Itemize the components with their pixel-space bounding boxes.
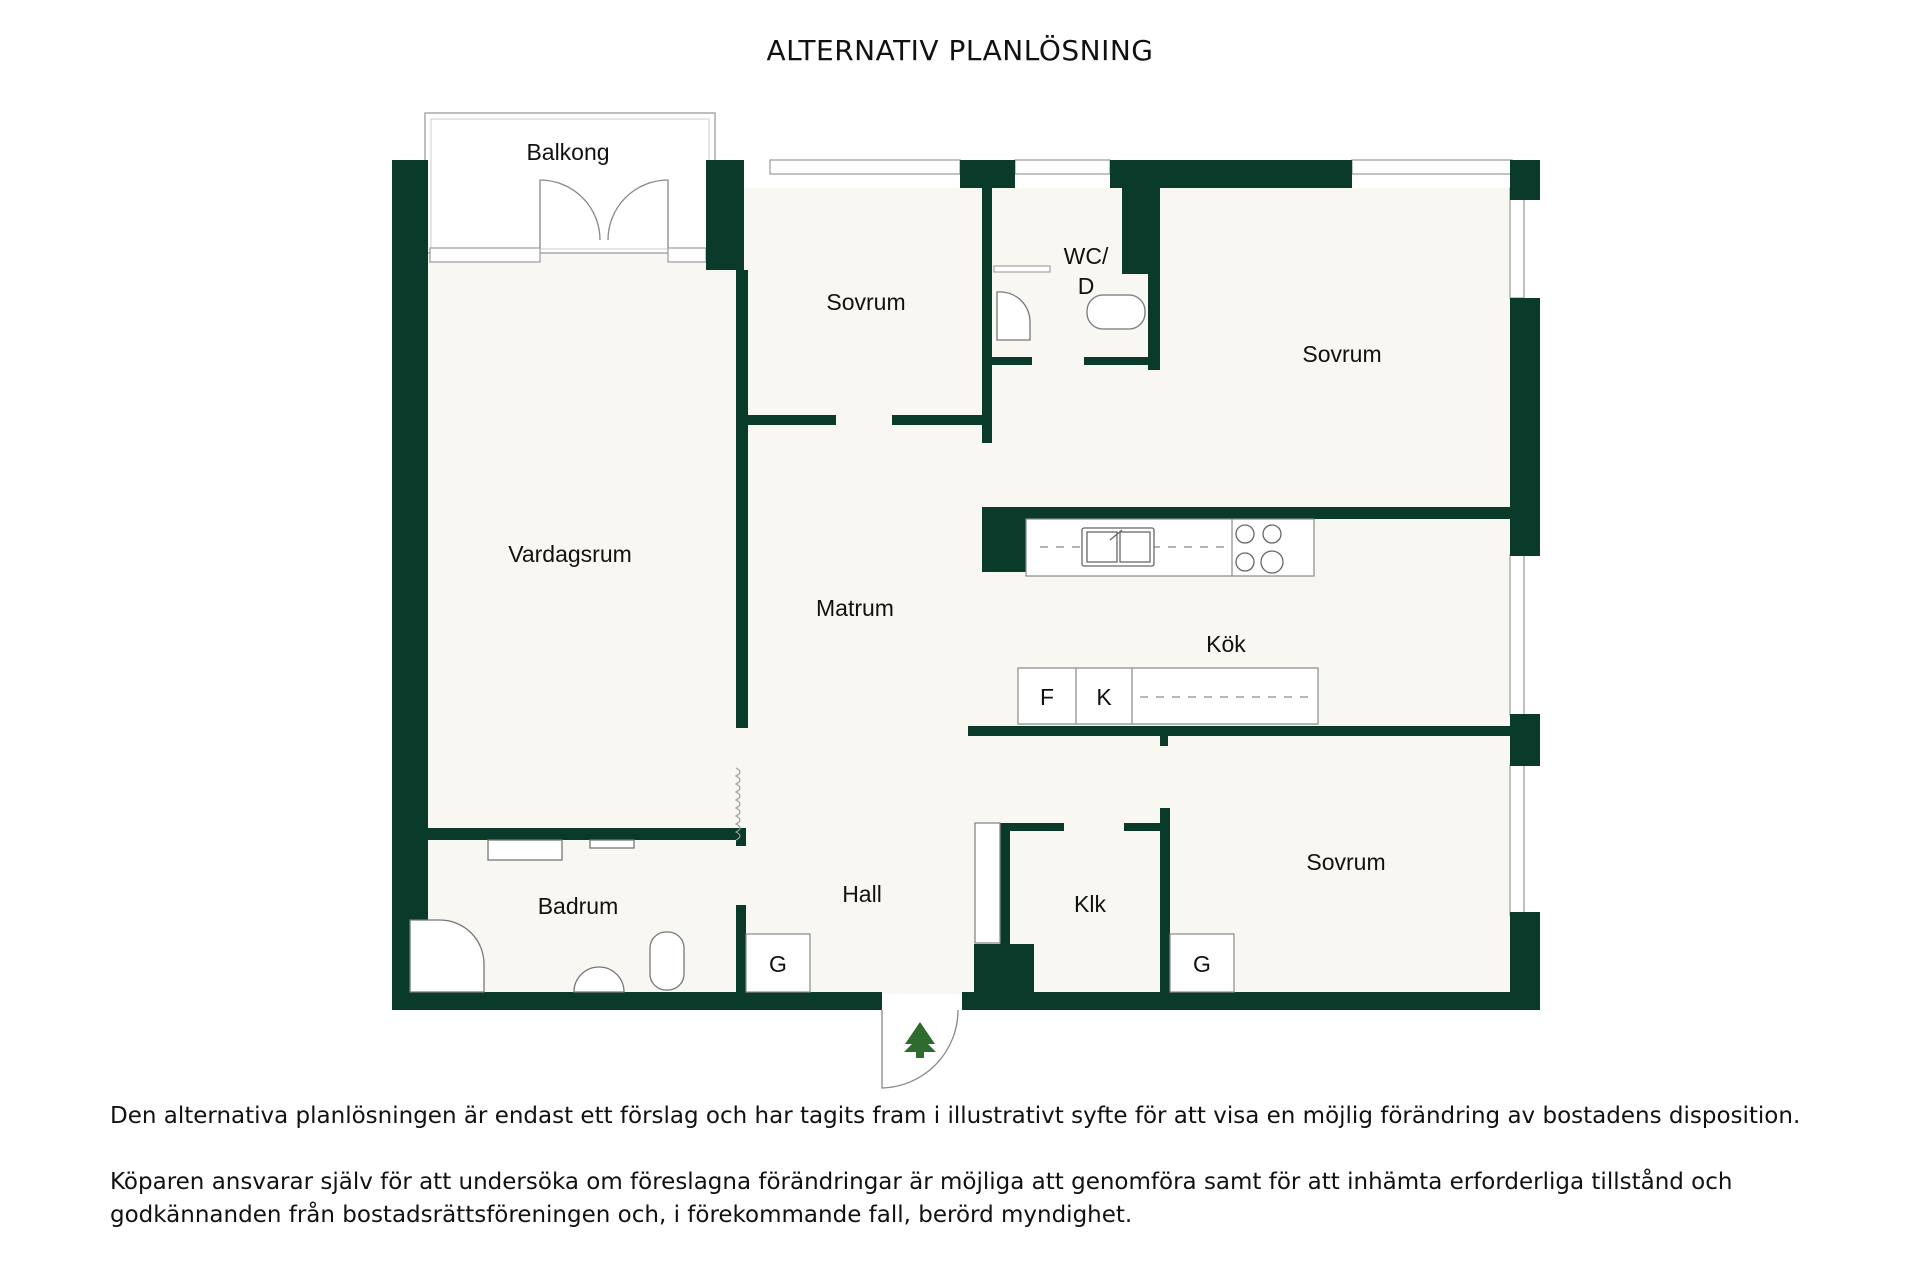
disclaimer-line-1: Den alternativa planlösningen är endast …: [110, 1103, 1801, 1129]
toilet-icon: [1086, 294, 1146, 330]
kitchen-counter: [1025, 518, 1315, 577]
room-label-sovrum-3: Sovrum: [1306, 849, 1385, 875]
room-labels: Balkong Sovrum WC/ D Sovrum Vardagsrum M…: [508, 139, 1385, 919]
sink-icon: [1081, 527, 1155, 567]
wardrobe-bedroom-label: G: [1193, 951, 1211, 977]
radiator-icon: [734, 767, 741, 841]
fixture-labels: F K G G: [769, 684, 1211, 977]
shower-icon: [993, 265, 1051, 273]
sink-icon: [996, 291, 1031, 341]
room-label-kok: Kök: [1206, 631, 1246, 657]
balcony: [424, 112, 716, 254]
room-label-sovrum-2: Sovrum: [1302, 341, 1381, 367]
room-label-vardagsrum: Vardagsrum: [508, 541, 632, 567]
floors: [410, 188, 1524, 994]
disclaimer-line-2: Köparen ansvarar själv för att undersöka…: [110, 1169, 1733, 1228]
stove-icon: [1235, 524, 1284, 574]
room-label-wc-line1: WC/: [1064, 243, 1109, 269]
wardrobe-hall-label: G: [769, 951, 787, 977]
appliance-counter: [1017, 667, 1319, 725]
freezer-label: K: [1096, 684, 1112, 710]
room-label-matrum: Matrum: [816, 595, 894, 621]
walls: [392, 160, 1540, 1010]
toilet-icon: [649, 931, 685, 991]
room-label-klk: Klk: [1074, 891, 1106, 917]
room-label-sovrum-1: Sovrum: [826, 289, 905, 315]
room-label-wc-line2: D: [1078, 273, 1095, 299]
bath-fixtures: [409, 265, 1146, 993]
wardrobes: [745, 933, 1235, 993]
room-label-balkong: Balkong: [526, 139, 609, 165]
room-label-hall: Hall: [842, 881, 882, 907]
entrance-arrow-icon: [904, 1022, 936, 1058]
sink-icon: [573, 966, 625, 993]
plan-title: ALTERNATIV PLANLÖSNING: [766, 34, 1154, 67]
room-label-badrum: Badrum: [538, 893, 619, 919]
doors: [539, 179, 1001, 1089]
fridge-label: F: [1040, 684, 1054, 710]
